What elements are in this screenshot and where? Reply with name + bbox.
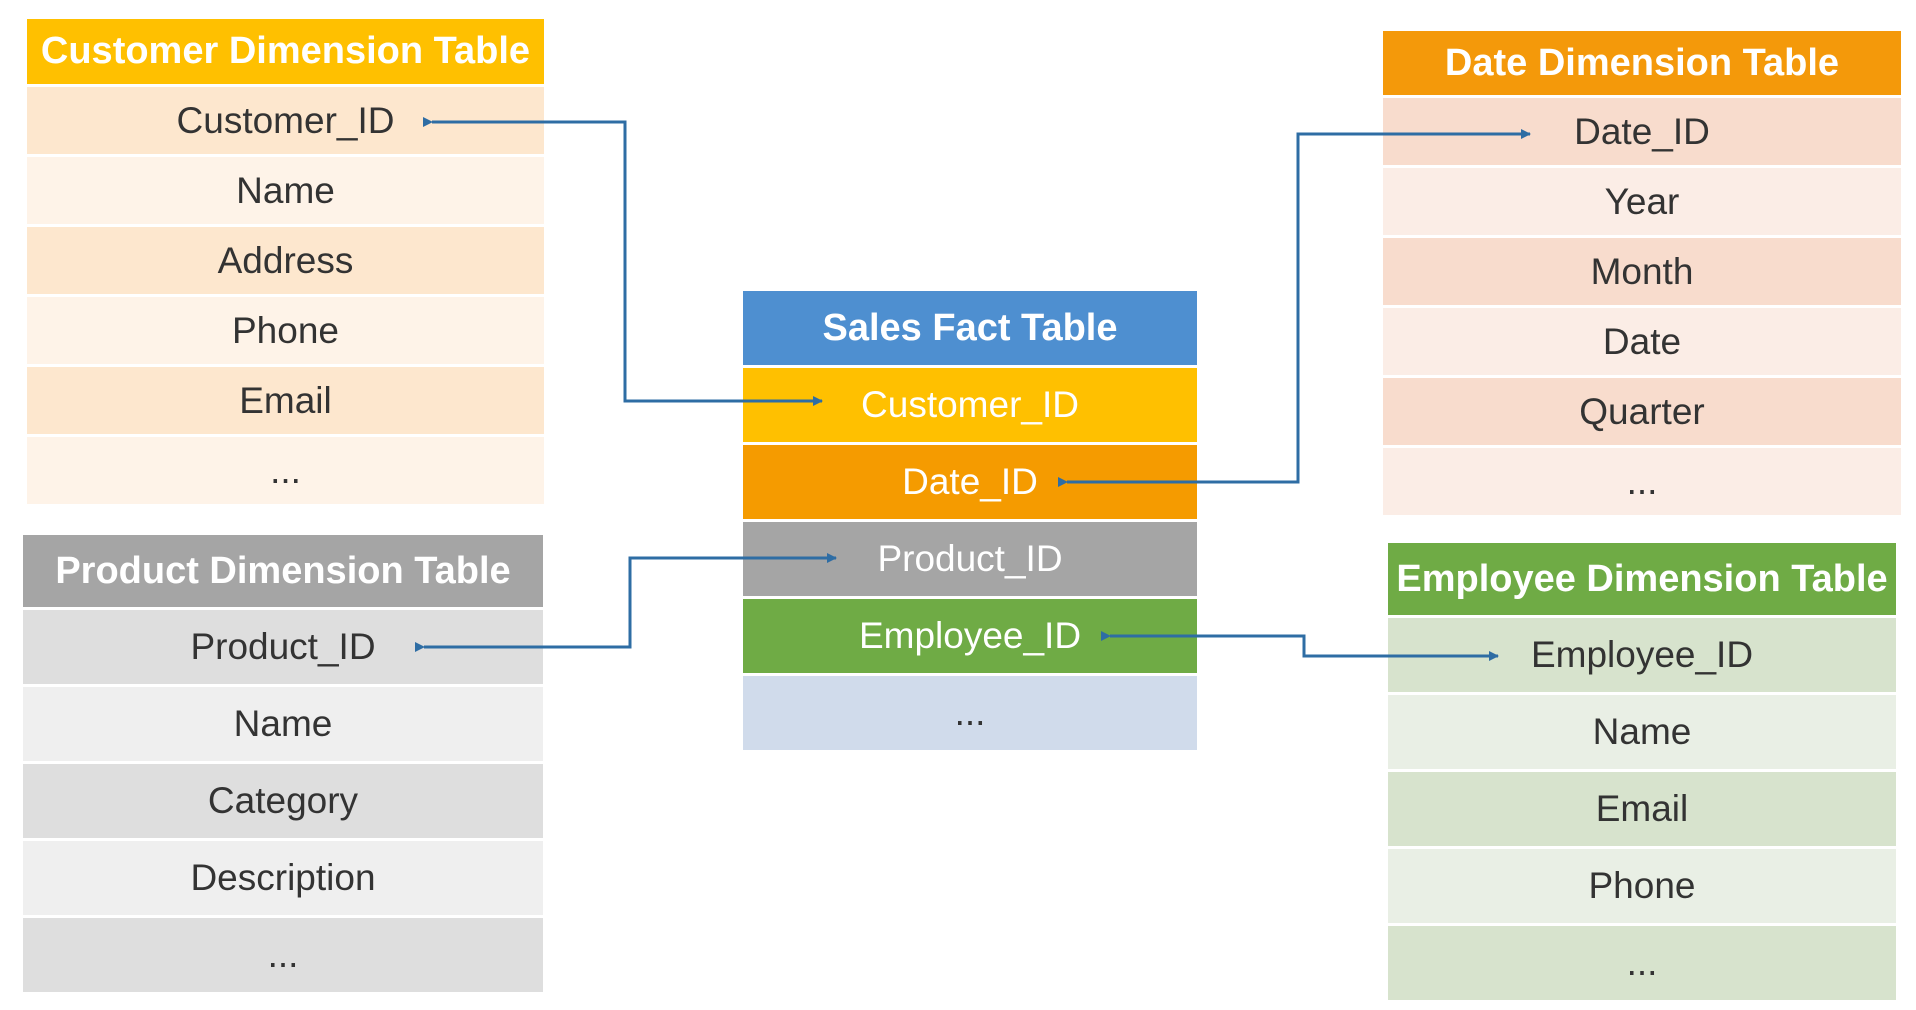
date-field-quarter: Quarter xyxy=(1383,375,1901,445)
customer-table-title: Customer Dimension Table xyxy=(27,19,544,84)
customer-dimension-table: Customer Dimension Table Customer_ID Nam… xyxy=(27,19,544,504)
customer-field-more: ... xyxy=(27,434,544,504)
sales-field-employee-id: Employee_ID xyxy=(743,596,1197,673)
sales-field-customer-id: Customer_ID xyxy=(743,365,1197,442)
employee-dimension-table: Employee Dimension Table Employee_ID Nam… xyxy=(1388,543,1896,1000)
customer-field-name: Name xyxy=(27,154,544,224)
date-field-date-id: Date_ID xyxy=(1383,95,1901,165)
employee-field-employee-id: Employee_ID xyxy=(1388,615,1896,692)
customer-field-address: Address xyxy=(27,224,544,294)
employee-field-email: Email xyxy=(1388,769,1896,846)
product-field-description: Description xyxy=(23,838,543,915)
product-field-name: Name xyxy=(23,684,543,761)
product-field-product-id: Product_ID xyxy=(23,607,543,684)
employee-field-phone: Phone xyxy=(1388,846,1896,923)
date-table-title: Date Dimension Table xyxy=(1383,31,1901,95)
product-table-title: Product Dimension Table xyxy=(23,535,543,607)
customer-field-email: Email xyxy=(27,364,544,434)
sales-fact-table: Sales Fact Table Customer_ID Date_ID Pro… xyxy=(743,291,1197,750)
employee-field-more: ... xyxy=(1388,923,1896,1000)
date-field-month: Month xyxy=(1383,235,1901,305)
product-field-more: ... xyxy=(23,915,543,992)
employee-field-name: Name xyxy=(1388,692,1896,769)
date-field-date: Date xyxy=(1383,305,1901,375)
customer-field-customer-id: Customer_ID xyxy=(27,84,544,154)
employee-table-title: Employee Dimension Table xyxy=(1388,543,1896,615)
product-dimension-table: Product Dimension Table Product_ID Name … xyxy=(23,535,543,992)
date-field-more: ... xyxy=(1383,445,1901,515)
customer-field-phone: Phone xyxy=(27,294,544,364)
sales-field-date-id: Date_ID xyxy=(743,442,1197,519)
product-field-category: Category xyxy=(23,761,543,838)
date-dimension-table: Date Dimension Table Date_ID Year Month … xyxy=(1383,31,1901,515)
sales-field-more: ... xyxy=(743,673,1197,750)
date-field-year: Year xyxy=(1383,165,1901,235)
sales-table-title: Sales Fact Table xyxy=(743,291,1197,365)
sales-field-product-id: Product_ID xyxy=(743,519,1197,596)
